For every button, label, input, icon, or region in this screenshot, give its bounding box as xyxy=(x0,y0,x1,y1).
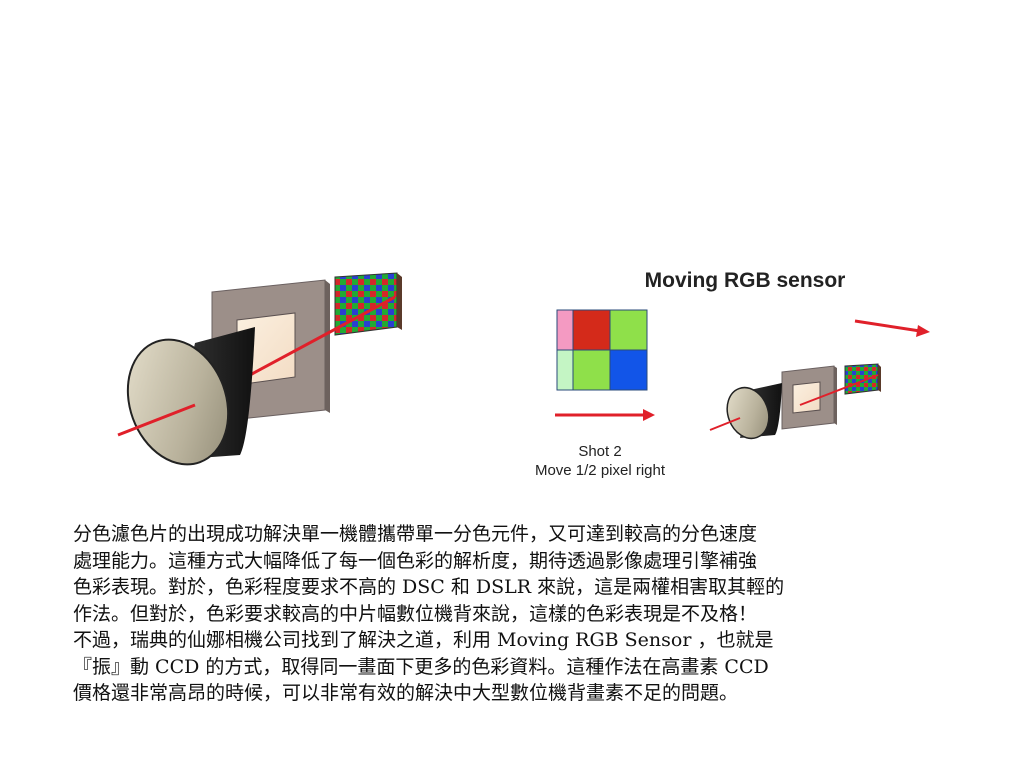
body-line: 價格還非常高昂的時候，可以非常有效的解決中大型數位機背畫素不足的問題。 xyxy=(73,682,739,704)
caption-line-2: Move 1/2 pixel right xyxy=(534,462,666,479)
color-grid-cell xyxy=(572,349,611,391)
color-grid-cell xyxy=(609,349,648,391)
diagram-title: Moving RGB sensor xyxy=(644,269,846,292)
left-assembly xyxy=(117,272,402,466)
left-sensor-chip xyxy=(334,272,402,336)
body-paragraph: 分色濾色片的出現成功解決單一機體攜帶單一分色元件，又可達到較高的分色速度 處理能… xyxy=(73,521,1013,707)
color-grid-cell xyxy=(572,309,611,351)
body-line: 作法。但對於，色彩要求較高的中片幅數位機背來說，這樣的色彩表現是不及格！ xyxy=(73,602,758,625)
color-grid xyxy=(556,309,648,391)
figure-area: Moving RGB sensor Shot 2 Move 1/2 pixel … xyxy=(100,255,960,505)
color-grid-cell xyxy=(556,309,574,351)
diagram-graphics xyxy=(117,272,930,466)
caption-line-1: Shot 2 xyxy=(578,443,622,460)
body-line: 不過，瑞典的仙娜相機公司找到了解決之道，利用 Moving RGB Sensor… xyxy=(73,629,774,651)
right-sensor-chip xyxy=(844,363,881,395)
body-line: 分色濾色片的出現成功解決單一機體攜帶單一分色元件，又可達到較高的分色速度 xyxy=(73,523,758,545)
color-grid-cell xyxy=(556,349,574,391)
right-filter-frame xyxy=(781,365,837,430)
body-line: 『振』動 CCD 的方式，取得同一畫面下更多的色彩資料。這種作法在高畫素 CCD xyxy=(73,655,769,678)
body-line: 色彩表現。對於，色彩程度要求不高的 DSC 和 DSLR 來說，這是兩權相害取其… xyxy=(73,576,785,598)
body-line: 處理能力。這種方式大幅降低了每一個色彩的解析度，期待透過影像處理引擎補強 xyxy=(73,549,758,572)
diagram-caption: Shot 2 Move 1/2 pixel right xyxy=(500,442,700,480)
direction-arrow xyxy=(854,319,930,337)
shift-arrow xyxy=(555,409,655,421)
right-lens xyxy=(726,383,782,440)
left-light-ray xyxy=(249,295,396,377)
left-lens xyxy=(126,327,255,466)
right-light-ray-in xyxy=(709,417,741,431)
right-assembly xyxy=(709,363,881,440)
right-light-ray xyxy=(799,374,879,406)
left-light-ray-in xyxy=(117,403,196,437)
color-grid-cell xyxy=(609,309,648,351)
